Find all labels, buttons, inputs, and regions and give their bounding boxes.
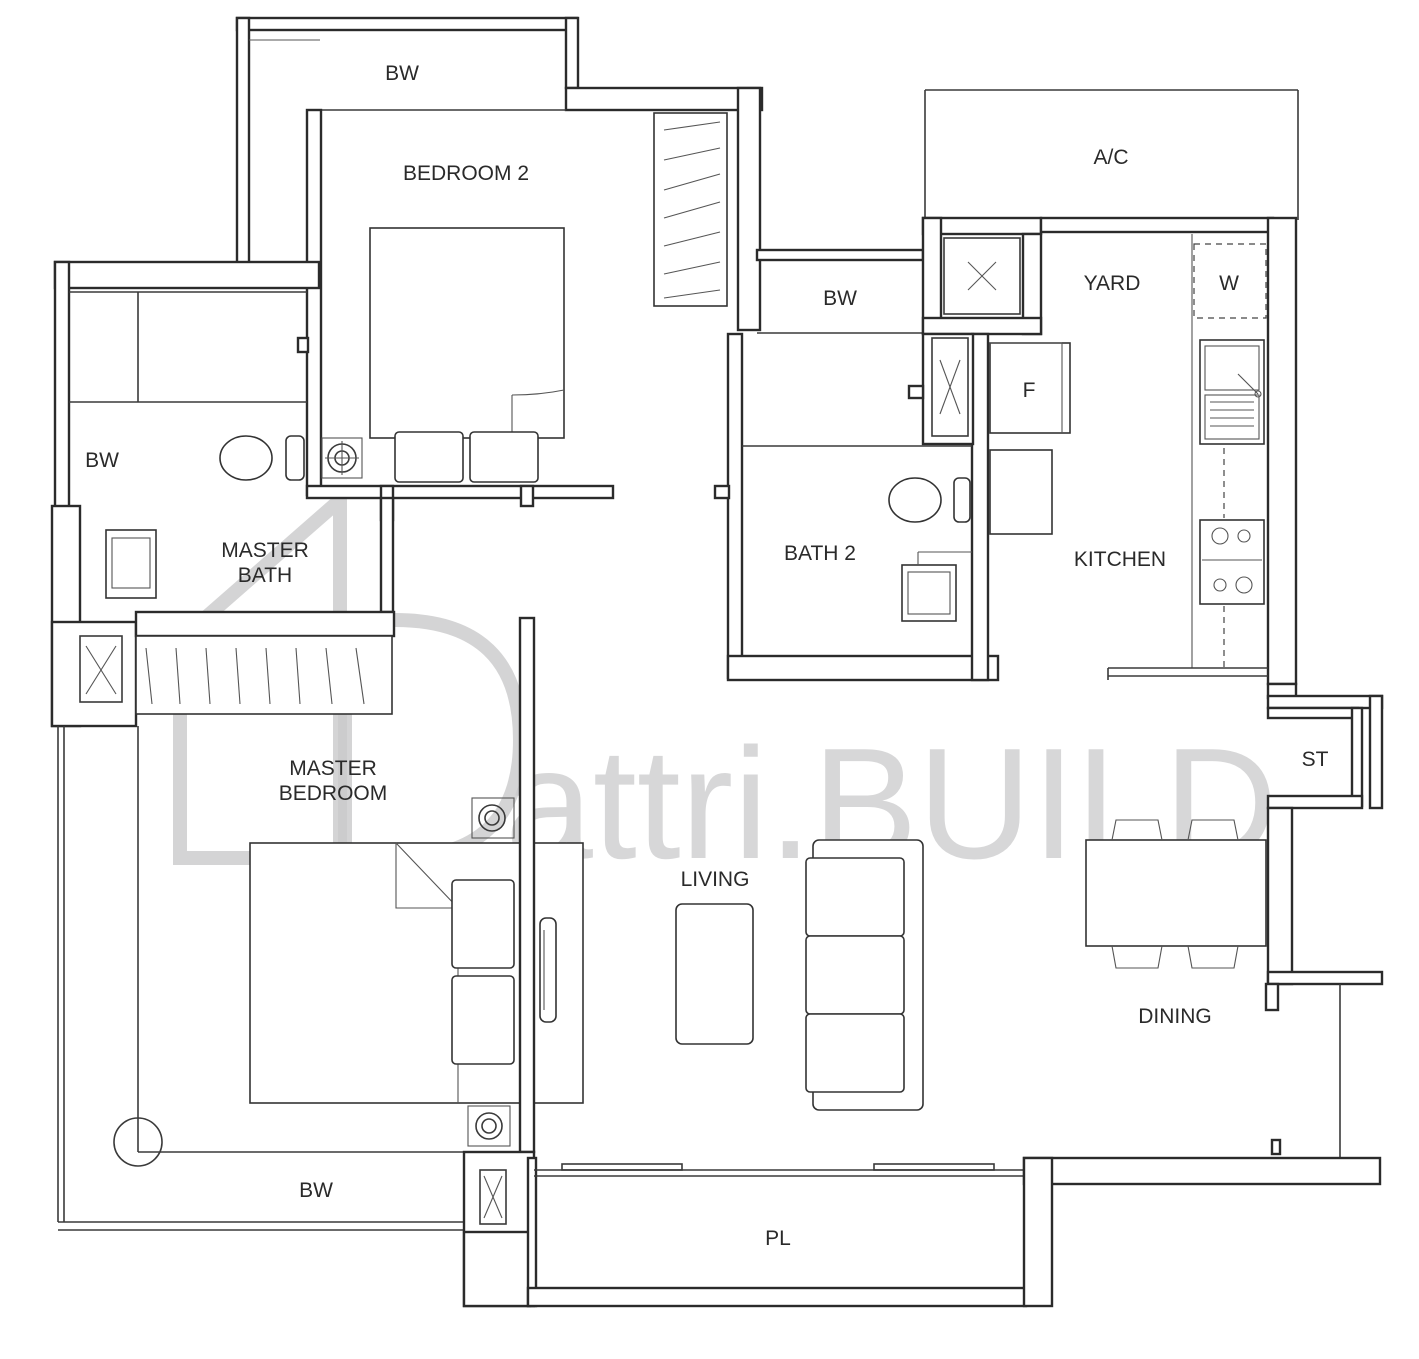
- basin-bath-2: [901, 564, 957, 622]
- bath-2: BATH 2: [726, 332, 1000, 682]
- label-kitchen: KITCHEN: [1074, 548, 1166, 571]
- label-master-bedroom-1: MASTER: [289, 757, 377, 780]
- label-bw-left: BW: [85, 449, 119, 472]
- wardrobe-master-bedroom: [135, 635, 393, 715]
- column-circle: [113, 1117, 163, 1167]
- kitchen-sink: [1199, 339, 1265, 445]
- washer: [1193, 243, 1267, 319]
- basin-master-bath: [105, 529, 157, 599]
- label-ac: A/C: [1093, 146, 1128, 169]
- living: LIVING: [675, 839, 924, 1111]
- bay-window-middle: BW: [755, 248, 925, 334]
- master-bedroom: MASTER BEDROOM: [50, 610, 584, 1231]
- label-washer: W: [1219, 272, 1239, 295]
- kitchen: F KITCHEN: [989, 339, 1268, 680]
- bay-window-top: [235, 16, 580, 266]
- label-dining: DINING: [1138, 1005, 1212, 1028]
- bedroom-2: BEDROOM 2: [305, 108, 728, 522]
- label-bw-middle: BW: [823, 287, 857, 310]
- label-bath-2: BATH 2: [784, 542, 856, 565]
- store: ST: [1266, 694, 1384, 810]
- label-bw-bottom: BW: [299, 1179, 333, 1202]
- coffee-table: [675, 903, 754, 1045]
- label-yard: YARD: [1084, 272, 1141, 295]
- toilet-bath-2: [888, 477, 942, 523]
- dining-table: [1085, 839, 1267, 947]
- label-master-bath-1: MASTER: [221, 539, 309, 562]
- bed-bedroom-2: [369, 227, 565, 439]
- planter: PL: [462, 1150, 1382, 1308]
- label-master-bedroom-2: BEDROOM: [279, 782, 388, 805]
- label-bw-top: BW: [385, 62, 419, 85]
- label-master-bath-2: BATH: [238, 564, 292, 587]
- wardrobe-bedroom-2: [653, 112, 728, 307]
- dining: DINING: [1085, 806, 1384, 1158]
- label-living: LIVING: [681, 868, 750, 891]
- label-store: ST: [1302, 748, 1329, 771]
- kitchen-hob: [1199, 519, 1265, 605]
- label-planter: PL: [765, 1227, 791, 1250]
- toilet-master-bath: [219, 435, 273, 481]
- label-bedroom-2: BEDROOM 2: [403, 162, 529, 185]
- label-fridge: F: [1023, 379, 1036, 402]
- ac-ledge: A/C: [924, 89, 1299, 220]
- yard-area: YARD W: [921, 216, 1275, 668]
